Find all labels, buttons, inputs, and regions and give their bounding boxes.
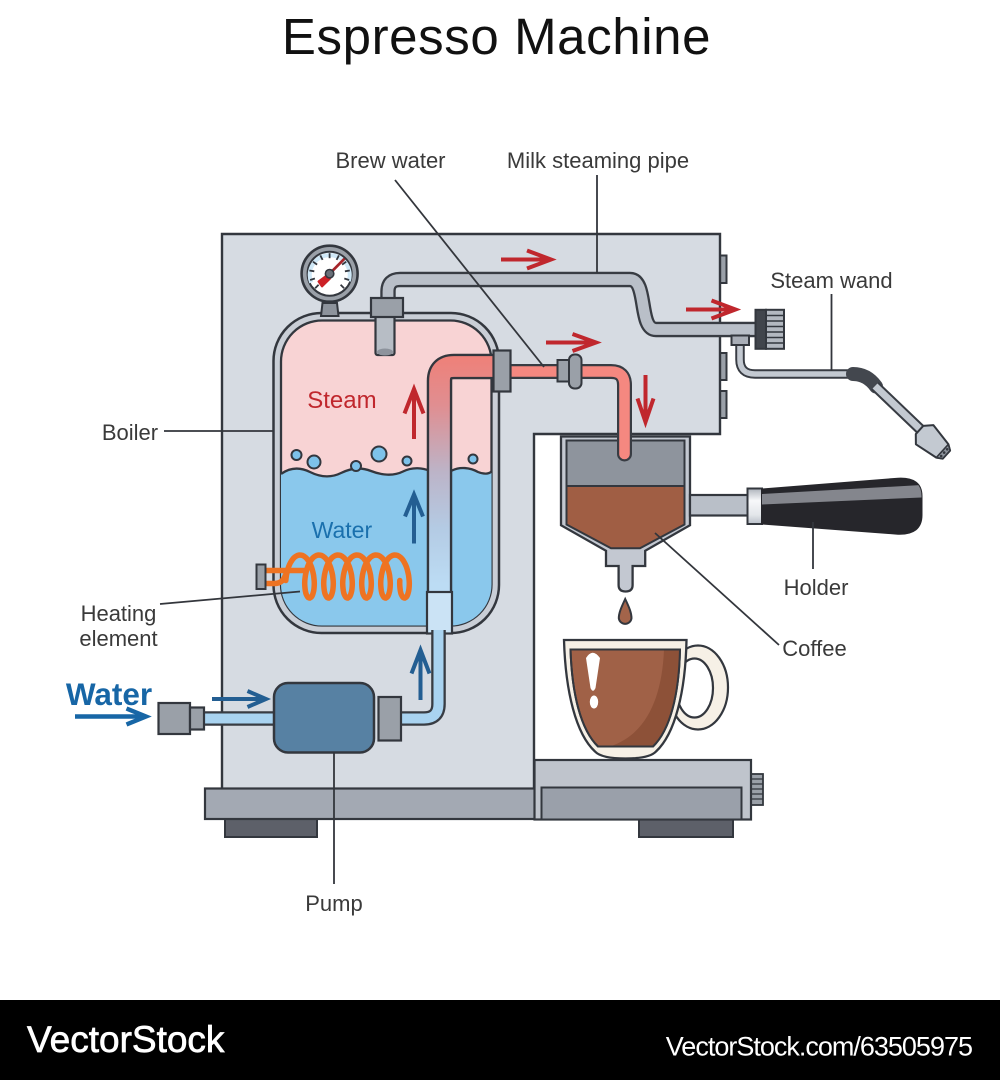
svg-text:Brew water: Brew water: [335, 148, 445, 173]
svg-text:Steam wand: Steam wand: [770, 268, 892, 293]
svg-text:Steam: Steam: [307, 387, 376, 414]
svg-text:VectorStock: VectorStock: [27, 1019, 225, 1060]
svg-text:Pump: Pump: [305, 891, 362, 916]
svg-text:Coffee: Coffee: [782, 636, 846, 661]
svg-text:Water: Water: [66, 676, 152, 712]
svg-text:Heating: Heating: [81, 601, 157, 626]
svg-text:Holder: Holder: [784, 575, 849, 600]
svg-text:Espresso Machine: Espresso Machine: [282, 8, 711, 65]
svg-text:Water: Water: [312, 517, 373, 543]
svg-text:VectorStock.com/63505975: VectorStock.com/63505975: [666, 1032, 972, 1062]
svg-text:Milk steaming pipe: Milk steaming pipe: [507, 148, 689, 173]
svg-text:Boiler: Boiler: [102, 420, 158, 445]
svg-text:element: element: [79, 626, 157, 651]
